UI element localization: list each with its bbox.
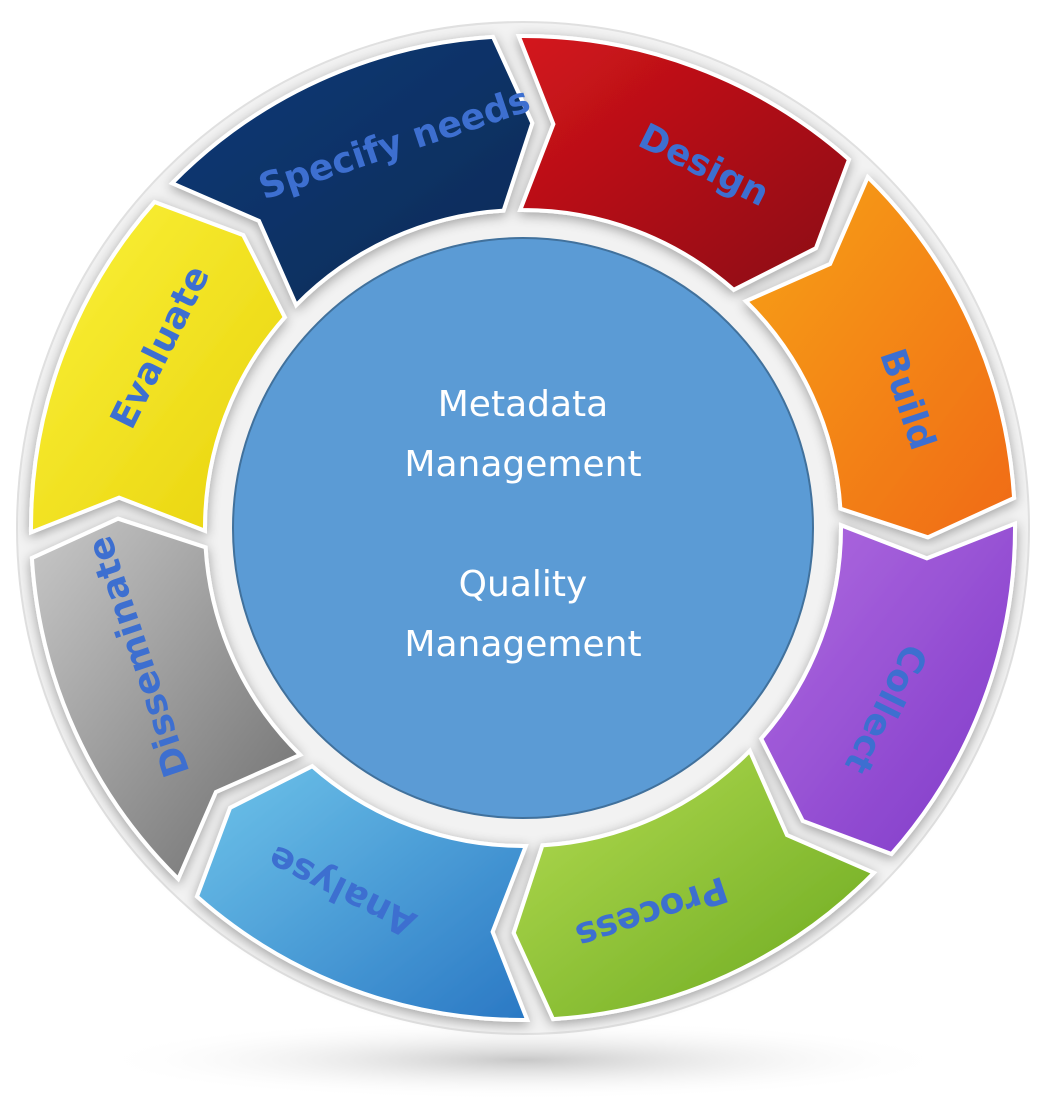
floor-shadow [93, 1020, 953, 1100]
segment-analyse [194, 763, 531, 1023]
segment-specify-needs [168, 34, 535, 309]
segment-collect [758, 520, 1018, 857]
segment-evaluate [28, 199, 288, 536]
segment-design [515, 33, 852, 293]
cycle-segments [28, 33, 1018, 1023]
segment-build [742, 173, 1017, 540]
segment-process [511, 747, 878, 1022]
center-circle [232, 237, 814, 819]
segment-disseminate [29, 516, 304, 883]
